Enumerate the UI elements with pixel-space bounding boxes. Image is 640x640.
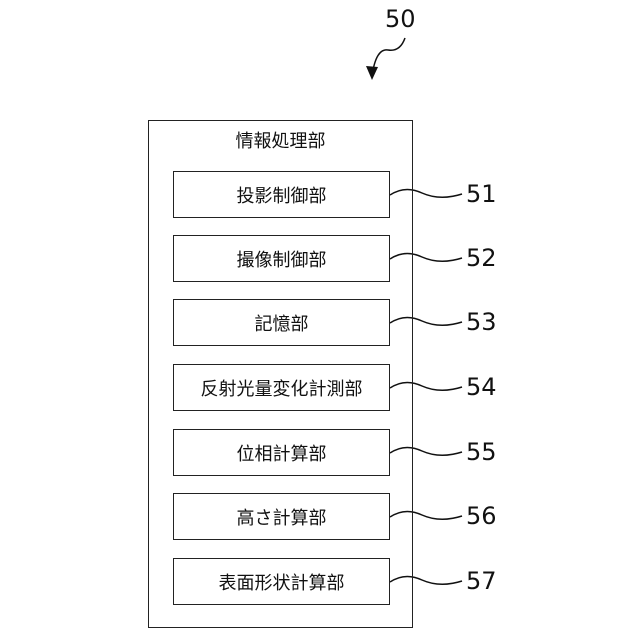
unit-label: 撮像制御部: [237, 246, 327, 272]
reference-numeral-7: 57: [466, 566, 497, 596]
reference-numeral-5: 55: [466, 437, 497, 467]
unit-box-6: 高さ計算部: [173, 493, 390, 540]
unit-label: 表面形状計算部: [219, 569, 345, 595]
unit-label: 位相計算部: [237, 440, 327, 466]
unit-box-2: 撮像制御部: [173, 235, 390, 282]
reference-numeral-1: 51: [466, 179, 497, 209]
unit-box-4: 反射光量変化計測部: [173, 364, 390, 411]
figure-pointer-arrowhead: [366, 66, 378, 80]
reference-numeral-2: 52: [466, 243, 497, 273]
reference-numeral-3: 53: [466, 307, 497, 337]
figure-pointer-arrow: [372, 38, 405, 76]
unit-label: 反射光量変化計測部: [201, 375, 363, 401]
reference-numeral-6: 56: [466, 501, 497, 531]
unit-box-1: 投影制御部: [173, 171, 390, 218]
unit-label: 記憶部: [255, 310, 309, 336]
figure-number: 50: [385, 4, 416, 34]
unit-box-5: 位相計算部: [173, 429, 390, 476]
outer-box-title: 情報処理部: [148, 130, 413, 154]
unit-box-7: 表面形状計算部: [173, 558, 390, 605]
unit-label: 高さ計算部: [237, 504, 327, 530]
unit-box-3: 記憶部: [173, 299, 390, 346]
reference-numeral-4: 54: [466, 372, 497, 402]
unit-label: 投影制御部: [237, 182, 327, 208]
